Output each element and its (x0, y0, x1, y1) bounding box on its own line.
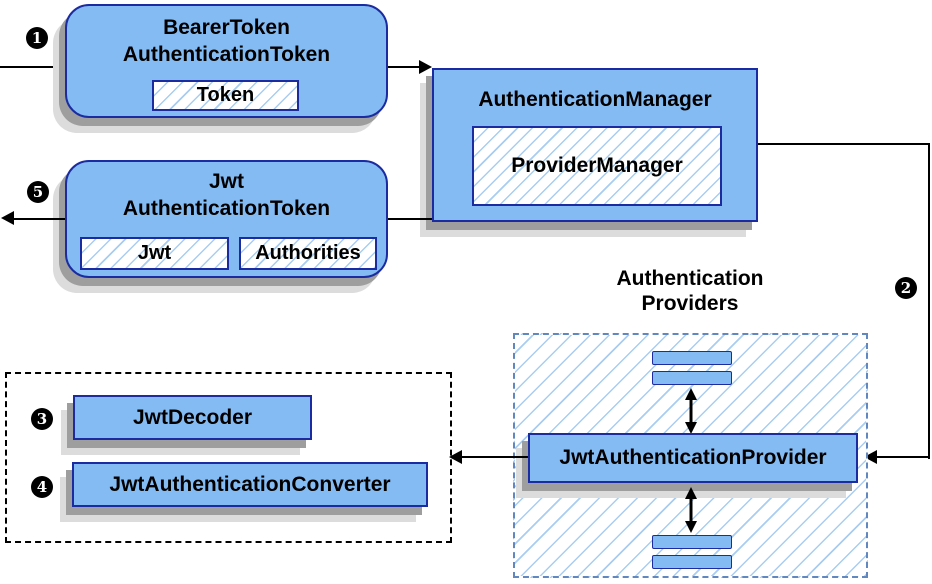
jwt-authentication-token-box: Jwt AuthenticationToken Jwt Authorities (65, 160, 388, 278)
flow-line-outgoing (10, 218, 65, 220)
providers-group-label: Authentication Providers (560, 266, 820, 316)
double-arrow-icon (685, 487, 697, 533)
flow-line-incoming (0, 66, 66, 68)
token-field: Token (152, 80, 299, 111)
authentication-manager-box: AuthenticationManager ProviderManager (432, 68, 758, 222)
providers-group-box: JwtAuthenticationProvider (513, 333, 868, 578)
step-4-badge: 4 (31, 476, 53, 498)
provider-slot-bar (652, 535, 732, 549)
arrowhead-left-icon (1, 211, 14, 225)
authorities-field: Authorities (239, 237, 377, 270)
flow-line-right-vertical (928, 143, 930, 459)
provider-manager-field: ProviderManager (472, 126, 722, 206)
bearer-token-title-line1: BearerToken (163, 16, 290, 39)
step-3-badge: 3 (31, 408, 53, 430)
flow-line-provider-to-components (460, 456, 528, 458)
provider-slot-bar (652, 371, 732, 385)
step-2-badge: 2 (895, 277, 917, 299)
authentication-manager-title: AuthenticationManager (478, 88, 712, 111)
jwt-field: Jwt (80, 237, 229, 270)
bearer-token-authentication-token-box: BearerToken AuthenticationToken Token (65, 4, 388, 118)
providers-group-label-line1: Authentication (616, 267, 764, 290)
flow-line-manager-right (758, 143, 930, 145)
flow-line-bearer-to-manager (388, 66, 424, 68)
flow-line-manager-to-jwt-token (388, 218, 432, 220)
step-1-badge: 1 (26, 27, 48, 49)
arrowhead-right-icon (419, 60, 432, 74)
jwt-authentication-converter-box: JwtAuthenticationConverter (72, 462, 428, 507)
bearer-token-title-line2: AuthenticationToken (122, 43, 331, 66)
components-group-box (5, 372, 452, 543)
arrowhead-left-icon (449, 450, 462, 464)
jwt-token-title-line1: Jwt (208, 170, 244, 193)
jwt-authentication-provider-box: JwtAuthenticationProvider (528, 433, 858, 483)
flow-line-to-provider (876, 456, 930, 458)
double-arrow-icon (685, 388, 697, 434)
jwt-decoder-box: JwtDecoder (73, 395, 312, 440)
provider-slot-bar (652, 351, 732, 365)
jwt-token-title-line2: AuthenticationToken (122, 197, 331, 220)
step-5-badge: 5 (27, 181, 49, 203)
providers-group-label-line2: Providers (641, 292, 739, 315)
provider-slot-bar (652, 555, 732, 569)
